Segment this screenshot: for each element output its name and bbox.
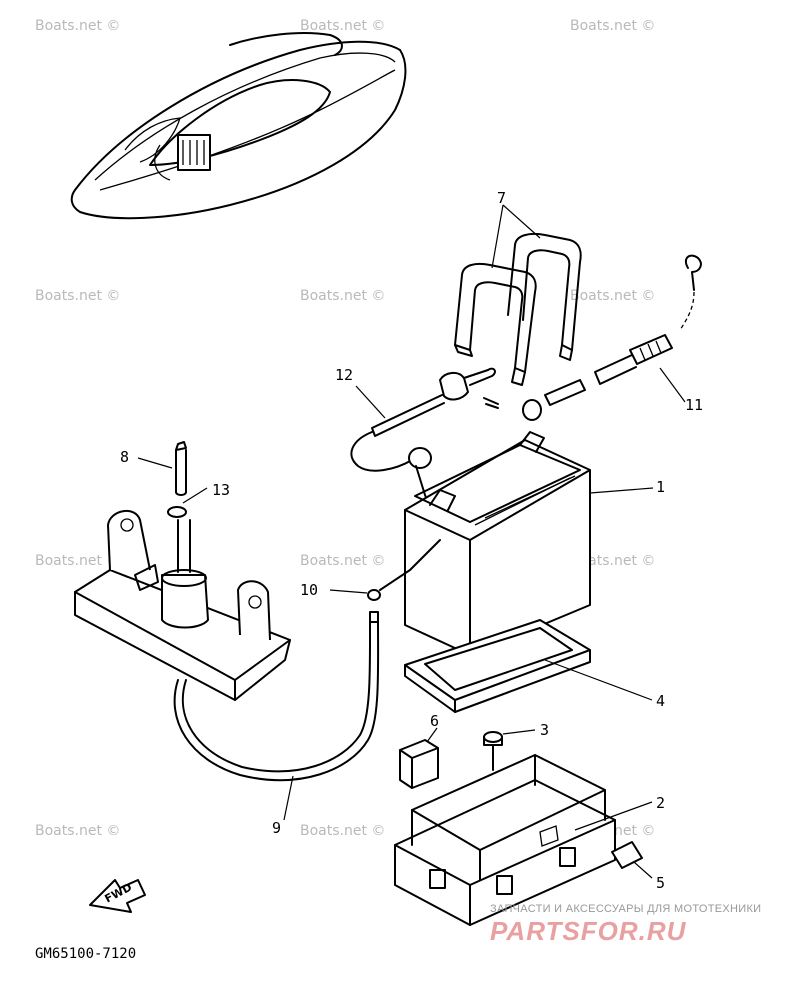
watermark: Boats.net © [35,553,120,569]
brand-name: PARTSFOR.RU [490,916,687,946]
watermark: Boats.net © [570,553,655,569]
fuse-holder-part [399,727,439,789]
watermarks: Boats.net © Boats.net © Boats.net © Boat… [35,18,655,839]
breather-hose-part [173,611,380,821]
battery-part [404,431,654,656]
watermark: Boats.net © [300,288,385,304]
bolt-part [483,729,536,771]
positive-cable-part [522,254,702,421]
watercraft-hull [70,32,407,220]
callout-13: 13 [212,481,230,499]
callout-3: 3 [540,721,549,739]
diagram-code: GM65100-7120 [35,946,136,962]
cap-part [137,441,187,496]
watermark: Boats.net © [300,18,385,34]
forward-direction-arrow: FWD [89,879,146,913]
callout-8: 8 [120,448,129,466]
watermark: Boats.net © [300,553,385,569]
watermark: Boats.net © [300,823,385,839]
callout-9: 9 [272,819,281,837]
fitting-part [329,539,441,601]
callout-2: 2 [656,794,665,812]
callout-1: 1 [656,478,665,496]
callout-labels: 1 2 3 4 5 6 7 8 9 10 11 12 13 [120,189,703,892]
callout-5: 5 [656,874,665,892]
callout-7: 7 [497,189,506,207]
watermark: Boats.net © [570,18,655,34]
watermark: Boats.net © [35,18,120,34]
callout-12: 12 [335,366,353,384]
battery-band-part [454,204,582,386]
mount-bracket-part [74,510,291,701]
clip-part [167,487,208,518]
callout-4: 4 [656,692,665,710]
watermark: Boats.net © [35,823,120,839]
label-part [611,841,653,879]
callout-6: 6 [430,712,439,730]
callout-10: 10 [300,581,318,599]
battery-pad-part [404,619,653,713]
callout-11: 11 [685,396,703,414]
brand-watermark: ЗАПЧАСТИ И АКСЕССУАРЫ ДЛЯ МОТОТЕХНИКИ PA… [490,903,761,946]
battery-box-part [394,754,653,926]
watermark: Boats.net © [570,288,655,304]
watermark: Boats.net © [35,288,120,304]
brand-tagline: ЗАПЧАСТИ И АКСЕССУАРЫ ДЛЯ МОТОТЕХНИКИ [490,903,761,915]
